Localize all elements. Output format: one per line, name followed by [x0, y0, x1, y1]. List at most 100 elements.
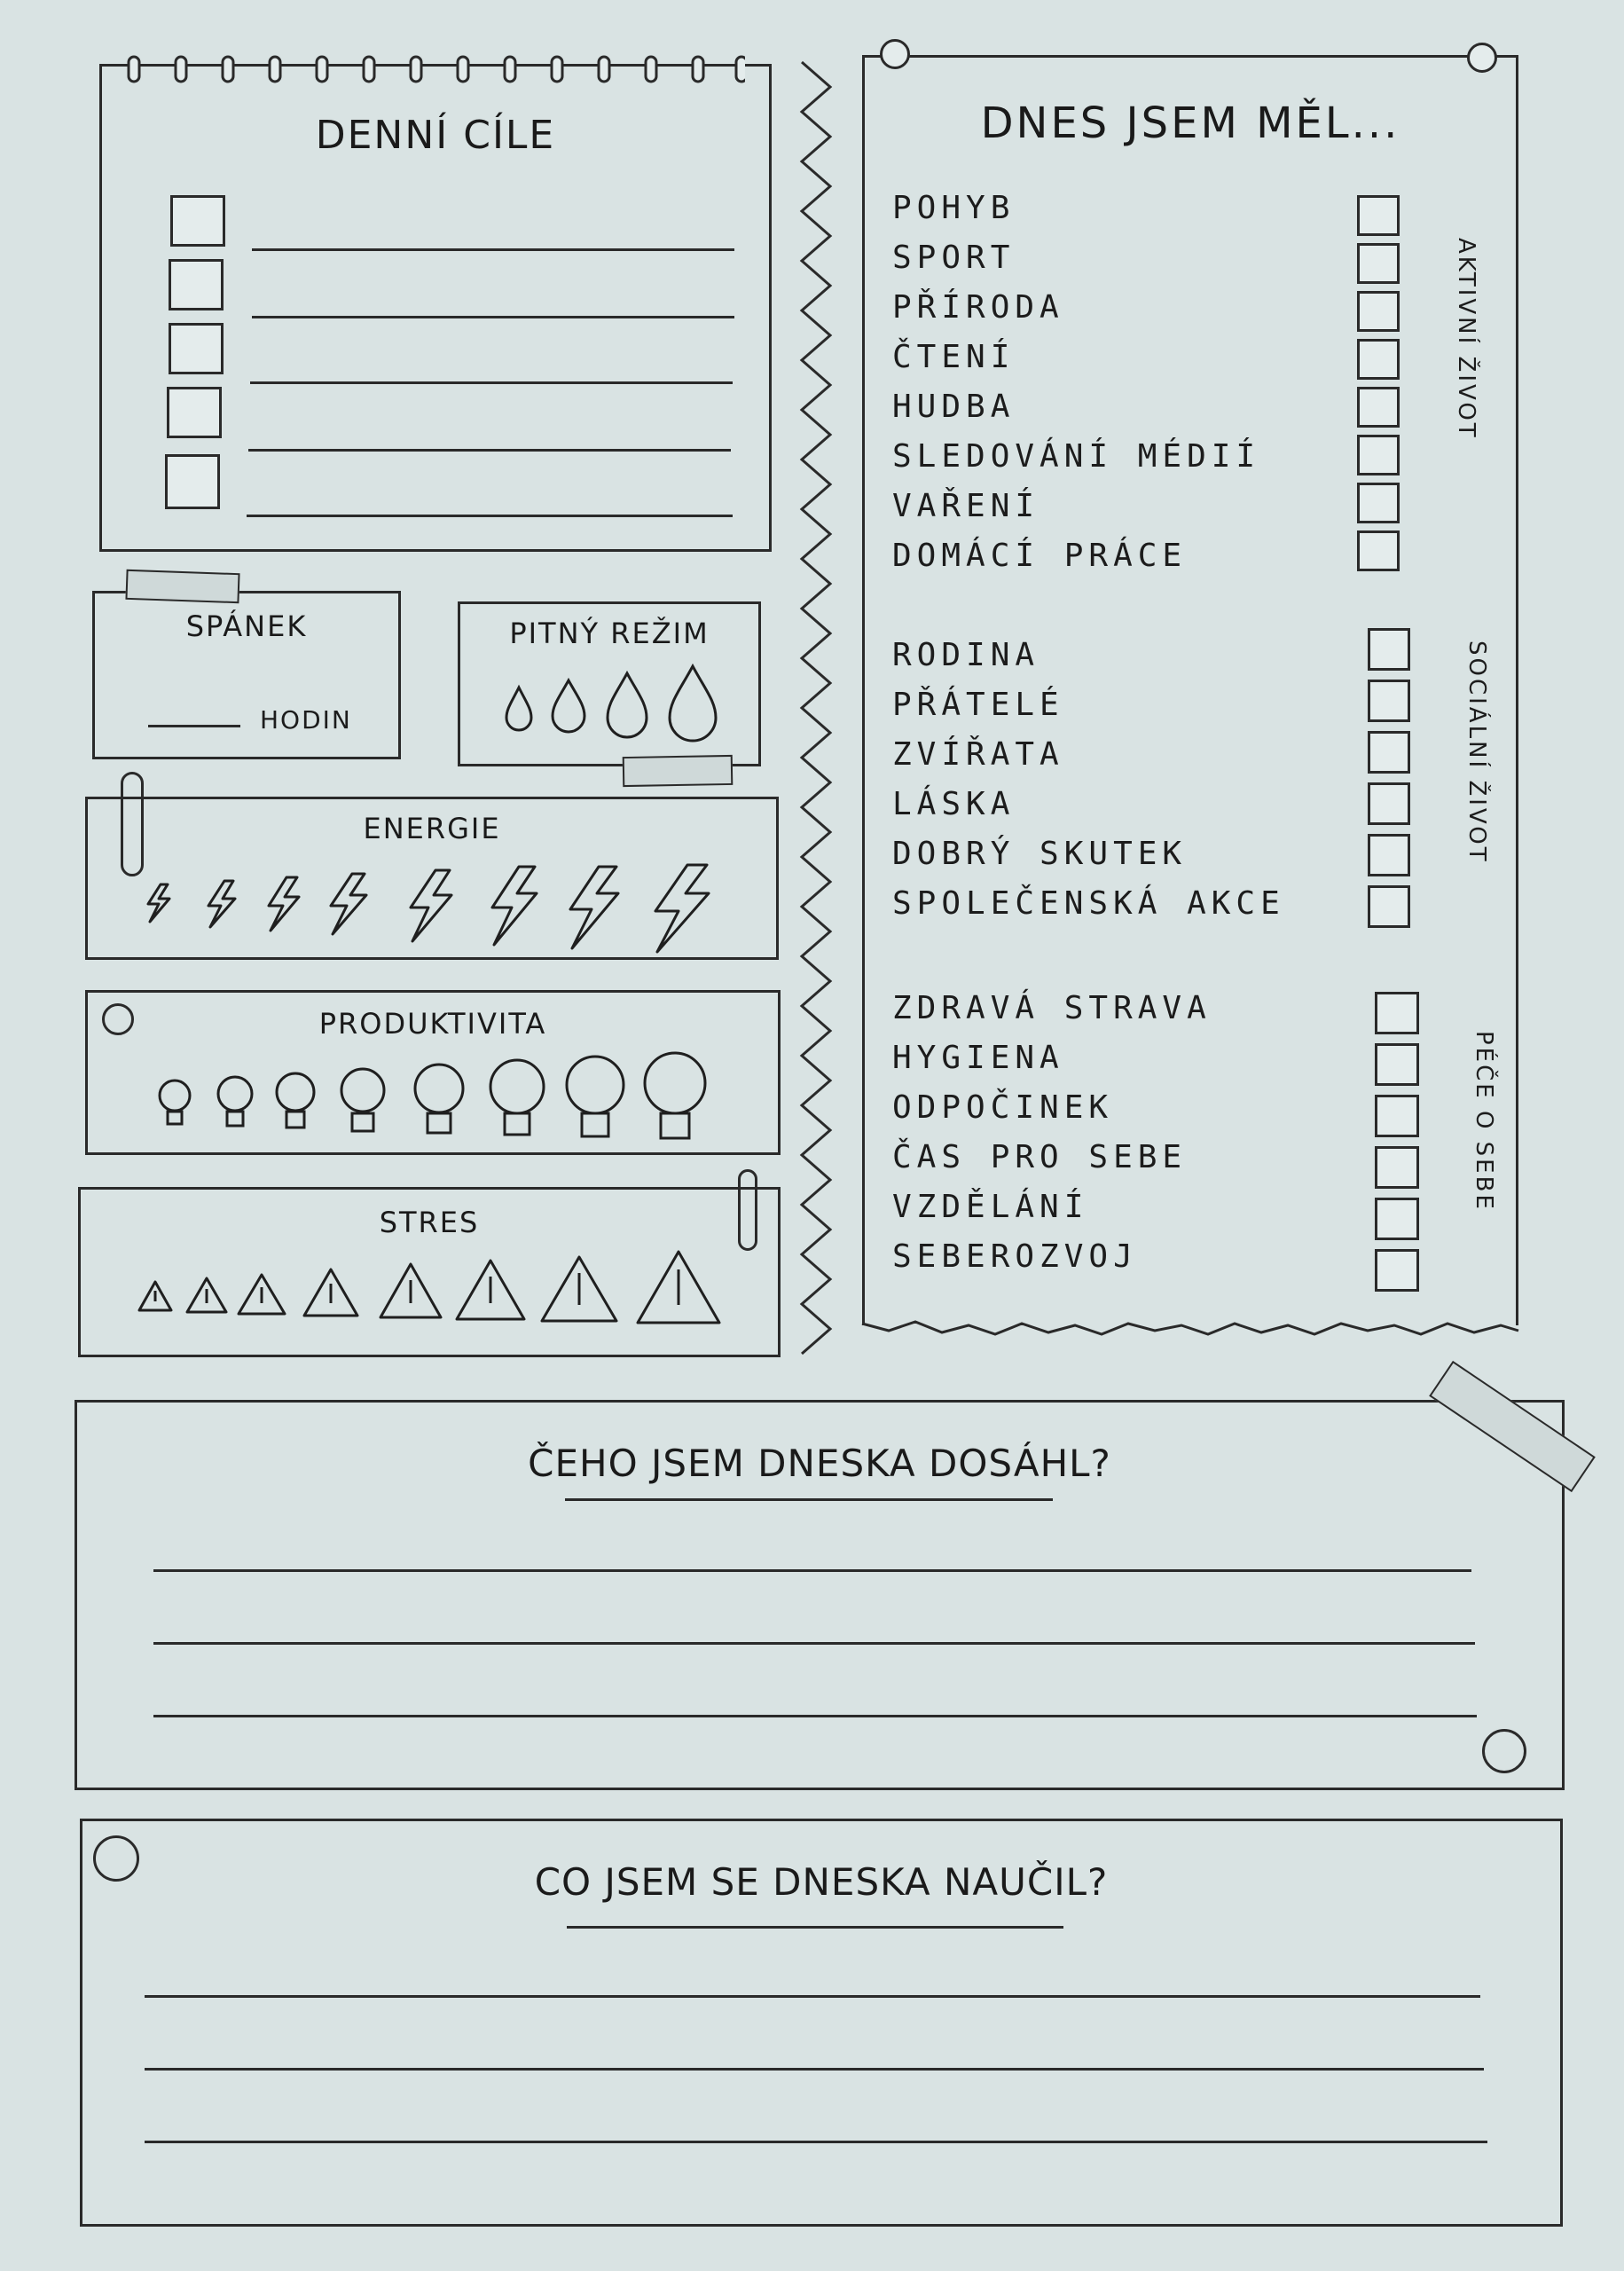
- checkbox-vareni[interactable]: [1357, 483, 1400, 523]
- activity-label-skutek: DOBRÝ SKUTEK: [892, 836, 1188, 872]
- activity-label-odpocinek: ODPOČINEK: [892, 1089, 1114, 1126]
- checkbox-domaci[interactable]: [1357, 530, 1400, 571]
- goal-line-4[interactable]: [248, 449, 731, 452]
- drinking-panel: PITNÝ REŽIM: [458, 601, 761, 766]
- checkbox-akce[interactable]: [1368, 885, 1410, 928]
- learned-title: CO JSEM SE DNESKA NAUČIL?: [534, 1860, 1109, 1904]
- checkbox-seberozvoj[interactable]: [1375, 1249, 1419, 1292]
- sleep-unit: HODIN: [260, 705, 352, 735]
- warning-icon-6[interactable]: [455, 1259, 526, 1321]
- energy-title: ENERGIE: [363, 812, 501, 845]
- goal-checkbox-3[interactable]: [169, 323, 224, 374]
- checkbox-vzdelani[interactable]: [1375, 1198, 1419, 1240]
- checkbox-skutek[interactable]: [1368, 834, 1410, 876]
- lightbulb-icon-3[interactable]: [275, 1072, 316, 1129]
- lightning-icon-3[interactable]: [267, 876, 301, 932]
- hole-icon: [1482, 1729, 1526, 1773]
- pin-icon: [1467, 43, 1497, 73]
- lightning-icon-5[interactable]: [409, 868, 453, 943]
- tape-decoration: [125, 569, 240, 604]
- activity-label-laska: LÁSKA: [892, 786, 1016, 822]
- energy-panel: ENERGIE: [85, 797, 779, 960]
- lightning-icon-7[interactable]: [569, 865, 620, 950]
- checkbox-rodina[interactable]: [1368, 628, 1410, 671]
- checkbox-hygiena[interactable]: [1375, 1043, 1419, 1086]
- hole-icon: [93, 1835, 139, 1882]
- checkbox-strava[interactable]: [1375, 992, 1419, 1034]
- lightning-icon-2[interactable]: [207, 879, 237, 929]
- group-label-active: AKTIVNÍ ŽIVOT: [1453, 238, 1479, 440]
- warning-icon-1[interactable]: [137, 1280, 173, 1312]
- today-panel: DNES JSEM MĚL...: [862, 55, 1518, 1325]
- achieved-line-2[interactable]: [153, 1642, 1475, 1645]
- warning-icon-3[interactable]: [237, 1273, 286, 1316]
- checkbox-laska[interactable]: [1368, 782, 1410, 825]
- paperclip-icon: [121, 772, 144, 876]
- activity-label-akce: SPOLEČENSKÁ AKCE: [892, 885, 1285, 922]
- goal-line-3[interactable]: [250, 381, 733, 384]
- learned-title-underline: [567, 1926, 1063, 1929]
- today-title: DNES JSEM MĚL...: [980, 98, 1400, 148]
- goal-line-1[interactable]: [252, 248, 734, 251]
- lightning-icon-4[interactable]: [329, 872, 368, 936]
- lightbulb-icon-6[interactable]: [489, 1058, 545, 1136]
- achieved-panel: ČEHO JSEM DNESKA DOSÁHL?: [75, 1400, 1565, 1790]
- achieved-line-1[interactable]: [153, 1569, 1471, 1572]
- goal-checkbox-1[interactable]: [170, 195, 225, 247]
- warning-icon-8[interactable]: [636, 1250, 721, 1324]
- sleep-hours-field[interactable]: [148, 725, 240, 727]
- activity-label-hudba: HUDBA: [892, 389, 1016, 425]
- checkbox-odpocinek[interactable]: [1375, 1095, 1419, 1137]
- checkbox-sport[interactable]: [1357, 243, 1400, 284]
- productivity-title: PRODUKTIVITA: [318, 1007, 547, 1041]
- learned-line-2[interactable]: [145, 2068, 1484, 2071]
- productivity-panel: PRODUKTIVITA: [85, 990, 781, 1155]
- lightbulb-icon-2[interactable]: [216, 1075, 254, 1128]
- activity-label-pratele: PŘÁTELÉ: [892, 687, 1064, 723]
- sleep-panel: SPÁNEK HODIN: [92, 591, 401, 759]
- goal-checkbox-4[interactable]: [167, 387, 222, 438]
- activity-label-cas: ČAS PRO SEBE: [892, 1139, 1188, 1175]
- lightbulb-icon-5[interactable]: [413, 1063, 465, 1135]
- group-label-selfcare: PÉČE O SEBE: [1471, 1031, 1497, 1212]
- water-drop-icon-3[interactable]: [606, 670, 648, 739]
- spiral-binding: [124, 51, 745, 87]
- checkbox-cteni[interactable]: [1357, 339, 1400, 380]
- learned-line-1[interactable]: [145, 1995, 1480, 1998]
- activity-label-domaci: DOMÁCÍ PRÁCE: [892, 538, 1188, 574]
- lightbulb-icon-1[interactable]: [158, 1079, 192, 1126]
- goal-checkbox-2[interactable]: [169, 259, 224, 310]
- torn-paper-edge: [861, 1320, 1519, 1336]
- lightning-icon-8[interactable]: [654, 863, 710, 954]
- checkbox-sledovani[interactable]: [1357, 435, 1400, 475]
- goal-line-5[interactable]: [247, 515, 733, 517]
- checkbox-priroda[interactable]: [1357, 291, 1400, 332]
- water-drop-icon-4[interactable]: [668, 663, 718, 743]
- activity-label-seberozvoj: SEBEROZVOJ: [892, 1238, 1138, 1275]
- checkbox-hudba[interactable]: [1357, 387, 1400, 428]
- activity-label-pohyb: POHYB: [892, 190, 1016, 226]
- learned-line-3[interactable]: [145, 2141, 1487, 2143]
- lightning-icon-6[interactable]: [490, 865, 538, 947]
- warning-icon-4[interactable]: [302, 1268, 359, 1317]
- tape-decoration: [622, 754, 734, 788]
- checkbox-pohyb[interactable]: [1357, 195, 1400, 236]
- activity-label-vzdelani: VZDĚLÁNÍ: [892, 1189, 1089, 1225]
- warning-icon-2[interactable]: [185, 1277, 228, 1314]
- checkbox-cas[interactable]: [1375, 1146, 1419, 1189]
- warning-icon-5[interactable]: [379, 1262, 443, 1319]
- lightbulb-icon-4[interactable]: [340, 1067, 386, 1133]
- lightning-icon-1[interactable]: [146, 883, 171, 923]
- water-drop-icon-2[interactable]: [551, 677, 586, 734]
- warning-icon-7[interactable]: [540, 1255, 618, 1323]
- checkbox-pratele[interactable]: [1368, 680, 1410, 722]
- water-drop-icon-1[interactable]: [505, 684, 533, 732]
- stress-title: STRES: [379, 1206, 480, 1239]
- activity-label-zvirata: ZVÍŘATA: [892, 736, 1064, 773]
- achieved-line-3[interactable]: [153, 1715, 1477, 1717]
- lightbulb-icon-8[interactable]: [643, 1051, 707, 1140]
- goal-line-2[interactable]: [252, 316, 734, 318]
- goal-checkbox-5[interactable]: [165, 454, 220, 509]
- lightbulb-icon-7[interactable]: [565, 1055, 625, 1138]
- checkbox-zvirata[interactable]: [1368, 731, 1410, 774]
